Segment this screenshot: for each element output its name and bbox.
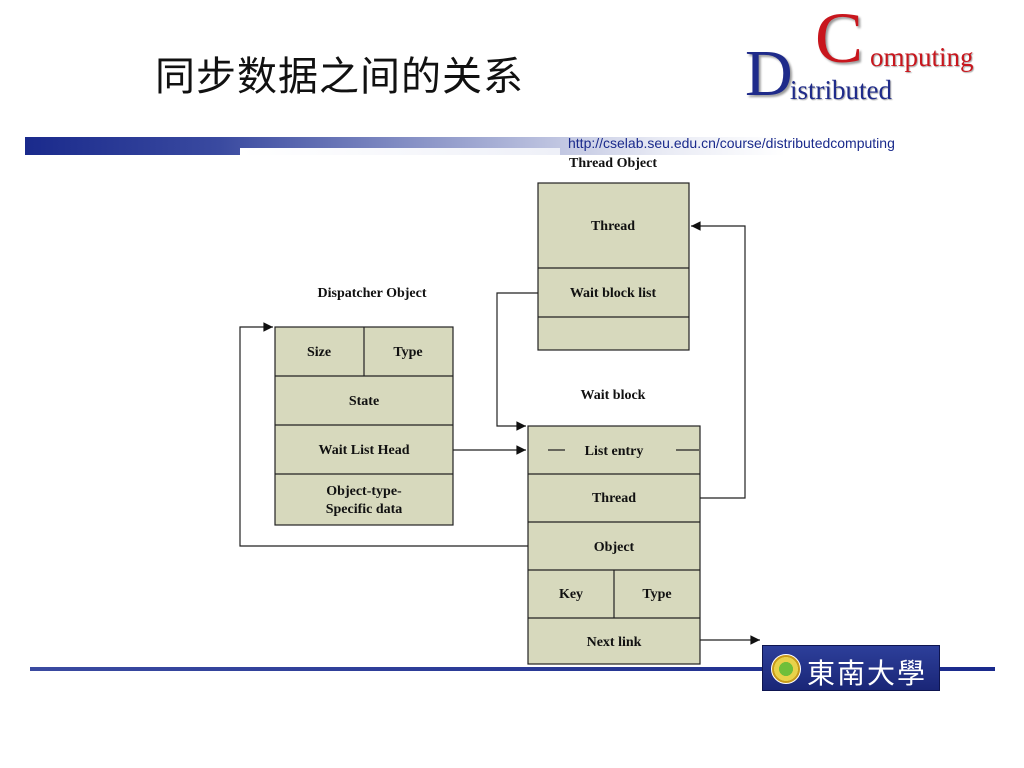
header-band-highlight	[240, 148, 560, 155]
university-emblem-icon	[771, 654, 801, 684]
wait-block-title: Wait block	[581, 388, 646, 403]
thread-object-thread-field: Thread	[591, 219, 635, 234]
dispatcher-specific-data-line2: Specific data	[326, 502, 403, 517]
logo-word-distributed: istributed	[790, 75, 892, 105]
logo-letter-c: C	[815, 0, 864, 78]
wait-block-thread-field: Thread	[592, 491, 636, 506]
footer-line	[30, 667, 995, 671]
logo-word-computing: omputing	[870, 42, 974, 72]
distributed-computing-logo: C omputing D istributed	[742, 2, 982, 110]
wait-block-list-entry-field: List entry	[585, 444, 644, 459]
thread-object: Thread Wait block list	[537, 182, 690, 351]
dispatcher-object-title: Dispatcher Object	[318, 286, 427, 301]
wait-block-object-field: Object	[594, 540, 635, 555]
university-name: 東南大學	[807, 657, 928, 690]
course-url[interactable]: http://cselab.seu.edu.cn/course/distribu…	[568, 135, 895, 151]
thread-object-wait-block-list-field: Wait block list	[570, 286, 657, 301]
wait-block-key-field: Key	[559, 587, 583, 602]
wait-block-list-to-wait-block-arrow	[496, 292, 538, 431]
wait-block: List entry Thread Object Key Type Next l…	[527, 425, 701, 665]
southeast-university-badge: 東南大學	[762, 645, 940, 691]
wait-block-type-field: Type	[642, 587, 671, 602]
dispatcher-type-field: Type	[393, 345, 422, 360]
wait-block-frame	[527, 425, 701, 665]
dispatcher-specific-data-line1: Object-type-	[326, 484, 402, 499]
thread-object-title: Thread Object	[569, 156, 657, 171]
slide-title: 同步数据之间的关系	[155, 54, 524, 100]
thread-object-frame	[537, 182, 690, 351]
dispatcher-wait-list-head-field: Wait List Head	[318, 443, 409, 458]
thread-to-thread-object-arrow	[690, 221, 746, 499]
wait-block-next-link-field: Next link	[587, 635, 642, 650]
object-to-dispatcher-arrow	[239, 322, 528, 547]
dispatcher-object: Size Type State Wait List Head Object-ty…	[274, 326, 454, 526]
dispatcher-size-field: Size	[307, 345, 331, 360]
dispatcher-state-field: State	[349, 394, 379, 409]
logo-letter-d: D	[745, 37, 793, 110]
